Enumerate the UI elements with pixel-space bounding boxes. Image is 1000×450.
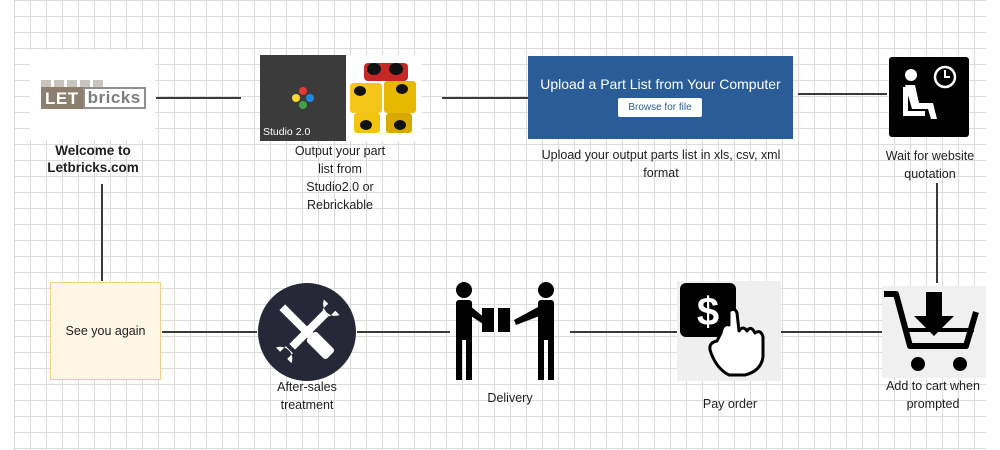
wait-label: Wait for website quotation bbox=[885, 149, 975, 181]
connector-studio-upload bbox=[442, 97, 528, 99]
add-to-cart-icon bbox=[884, 291, 979, 371]
see-you-again-box: See you again bbox=[50, 282, 161, 380]
connector-welcome-down bbox=[101, 184, 103, 281]
wait-icon-tile bbox=[889, 57, 969, 137]
dollar-hand-tap-icon: $ bbox=[680, 283, 765, 377]
studio-tile: Studio 2.0 bbox=[260, 55, 346, 141]
delivery-label: Delivery bbox=[487, 391, 533, 405]
logo-let: LET bbox=[41, 87, 83, 109]
connector-upload-wait bbox=[798, 93, 887, 95]
connector-delivery-pay bbox=[570, 331, 677, 333]
connector-welcome-studio bbox=[156, 97, 241, 99]
connector-wait-down bbox=[936, 183, 938, 283]
package-handover-icon bbox=[456, 282, 554, 380]
see-you-again-label: See you again bbox=[65, 324, 146, 338]
pay-icon-tile: $ bbox=[677, 281, 781, 381]
tools-circle bbox=[258, 283, 356, 381]
logo-studs bbox=[41, 80, 103, 87]
lego-bricks-image bbox=[346, 55, 422, 141]
connector-see-tools bbox=[162, 331, 257, 333]
upload-panel: Upload a Part List from Your Computer Br… bbox=[528, 56, 793, 139]
connector-tools-delivery bbox=[357, 331, 450, 333]
welcome-label: Welcome to Letbricks.com bbox=[47, 143, 139, 175]
output-label: Output your part list from Studio2.0 or … bbox=[294, 144, 386, 212]
cart-label: Add to cart when prompted bbox=[886, 379, 980, 411]
upload-caption: Upload your output parts list in xls, cs… bbox=[541, 148, 781, 180]
diagram-canvas bbox=[14, 0, 986, 450]
studio-logo-icon bbox=[292, 87, 314, 109]
logo-bricks: bricks bbox=[82, 87, 146, 109]
pay-label: Pay order bbox=[702, 397, 758, 411]
browse-file-button[interactable]: Browse for file bbox=[618, 98, 702, 117]
after-sales-label: After-sales treatment bbox=[277, 380, 337, 412]
cart-icon-tile bbox=[882, 286, 986, 378]
wrench-screwdriver-icon bbox=[275, 299, 340, 364]
waiting-person-clock-icon bbox=[903, 65, 957, 119]
connector-pay-cart bbox=[781, 331, 882, 333]
logo-wordmark: LET bricks bbox=[41, 87, 146, 109]
svg-text:$: $ bbox=[697, 290, 719, 334]
studio-label: Studio 2.0 bbox=[263, 126, 311, 138]
letbricks-logo[interactable]: LET bricks bbox=[30, 50, 155, 140]
lego-bricks-icon bbox=[350, 63, 416, 133]
upload-title: Upload a Part List from Your Computer bbox=[540, 76, 781, 92]
